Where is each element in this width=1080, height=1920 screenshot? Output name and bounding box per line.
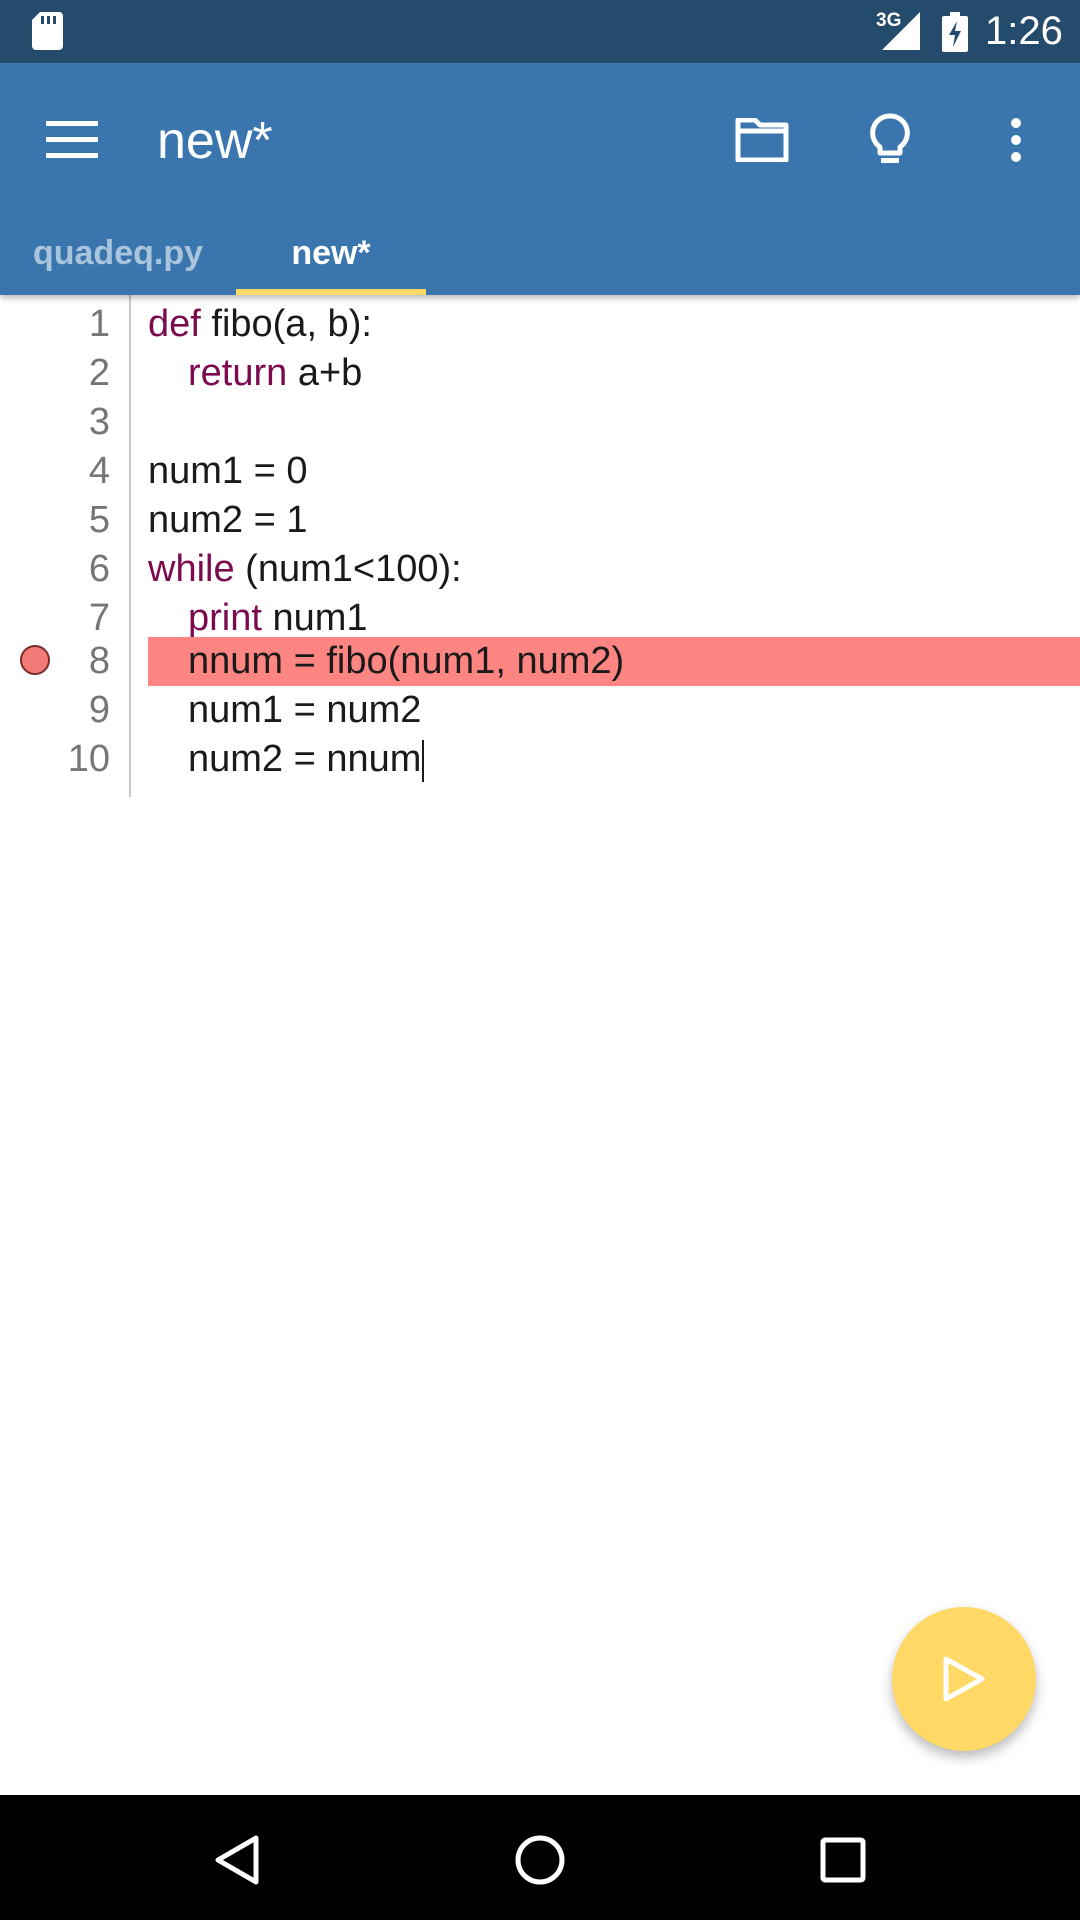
code-line[interactable]: 9 num1 = num2 <box>0 686 1080 735</box>
keyword: print <box>188 597 262 639</box>
system-nav-bar <box>0 1795 1080 1920</box>
tab-label: quadeq.py <box>32 233 204 272</box>
app-toolbar: new* <box>0 63 1080 211</box>
code-text: nnum = fibo(num1, num2) <box>188 640 625 682</box>
code-line[interactable]: 5 num2 = 1 <box>0 496 1080 545</box>
home-icon <box>515 1835 565 1885</box>
back-icon <box>215 1835 259 1885</box>
keyword: def <box>148 303 201 345</box>
code-text: num1 = num2 <box>188 689 422 731</box>
line-number: 2 <box>88 352 110 394</box>
active-tab-indicator <box>236 289 426 295</box>
code-text: num2 = nnum <box>188 735 425 784</box>
recents-icon <box>820 1837 866 1883</box>
code-editor[interactable]: 1 def fibo(a, b): 2 return a+b 3 4 num1 … <box>0 295 1080 1795</box>
code-line[interactable]: 7 print num1 <box>0 594 1080 643</box>
tab-quadeq[interactable]: quadeq.py <box>0 211 236 295</box>
breakpoint-marker[interactable] <box>20 645 50 675</box>
tab-label: new* <box>291 233 371 272</box>
line-number: 7 <box>88 597 110 639</box>
line-number: 6 <box>88 548 110 590</box>
line-number: 5 <box>88 499 110 541</box>
more-vert-icon <box>1011 118 1021 162</box>
line-number: 3 <box>88 401 110 443</box>
file-tabs: quadeq.py new* <box>0 211 1080 295</box>
breakpoint-line[interactable]: 8 nnum = fibo(num1, num2) <box>0 637 1080 686</box>
line-number: 9 <box>88 689 110 731</box>
line-number: 4 <box>88 450 110 492</box>
code-content: a+b <box>287 352 363 394</box>
gutter-divider <box>129 295 131 797</box>
play-icon <box>943 1656 985 1702</box>
folder-icon <box>735 118 789 162</box>
sd-card-icon <box>32 12 63 50</box>
code-text: print num1 <box>188 594 368 643</box>
code-content: num2 = nnum <box>188 738 422 780</box>
home-button[interactable] <box>495 1815 585 1905</box>
menu-button[interactable] <box>30 98 114 182</box>
page-title: new* <box>157 112 273 170</box>
code-line[interactable]: 6 while (num1<100): <box>0 545 1080 594</box>
line-number: 1 <box>88 303 110 345</box>
battery-charging-icon <box>942 12 968 52</box>
overflow-menu-button[interactable] <box>974 98 1058 182</box>
code-text: return a+b <box>188 349 362 398</box>
code-text: num1 = 0 <box>148 450 308 492</box>
keyword: return <box>188 352 288 394</box>
code-line[interactable]: 1 def fibo(a, b): <box>0 300 1080 349</box>
line-number: 8 <box>88 640 110 682</box>
code-line[interactable]: 2 return a+b <box>0 349 1080 398</box>
back-button[interactable] <box>192 1815 282 1905</box>
code-text: num2 = 1 <box>148 499 308 541</box>
menu-icon <box>46 121 98 158</box>
hint-button[interactable] <box>848 98 932 182</box>
breakpoint-highlight <box>148 637 1080 686</box>
code-text: while (num1<100): <box>148 545 462 594</box>
status-bar: 3G 1:26 <box>0 0 1080 63</box>
tab-new[interactable]: new* <box>236 211 426 295</box>
run-button[interactable] <box>892 1607 1036 1751</box>
code-line[interactable]: 10 num2 = nnum <box>0 735 1080 784</box>
code-line[interactable]: 3 <box>0 398 1080 447</box>
code-content: fibo(a, b): <box>200 303 372 345</box>
text-cursor <box>422 739 425 782</box>
code-content: num1 <box>261 597 368 639</box>
line-number: 10 <box>67 738 110 780</box>
open-file-button[interactable] <box>720 98 804 182</box>
lightbulb-icon <box>870 113 910 163</box>
code-content: (num1<100): <box>234 548 462 590</box>
signal-icon <box>882 12 920 50</box>
clock: 1:26 <box>985 9 1063 53</box>
code-line[interactable]: 4 num1 = 0 <box>0 447 1080 496</box>
recents-button[interactable] <box>798 1815 888 1905</box>
keyword: while <box>148 548 235 590</box>
code-text: def fibo(a, b): <box>148 300 372 349</box>
network-type-label: 3G <box>876 10 902 31</box>
